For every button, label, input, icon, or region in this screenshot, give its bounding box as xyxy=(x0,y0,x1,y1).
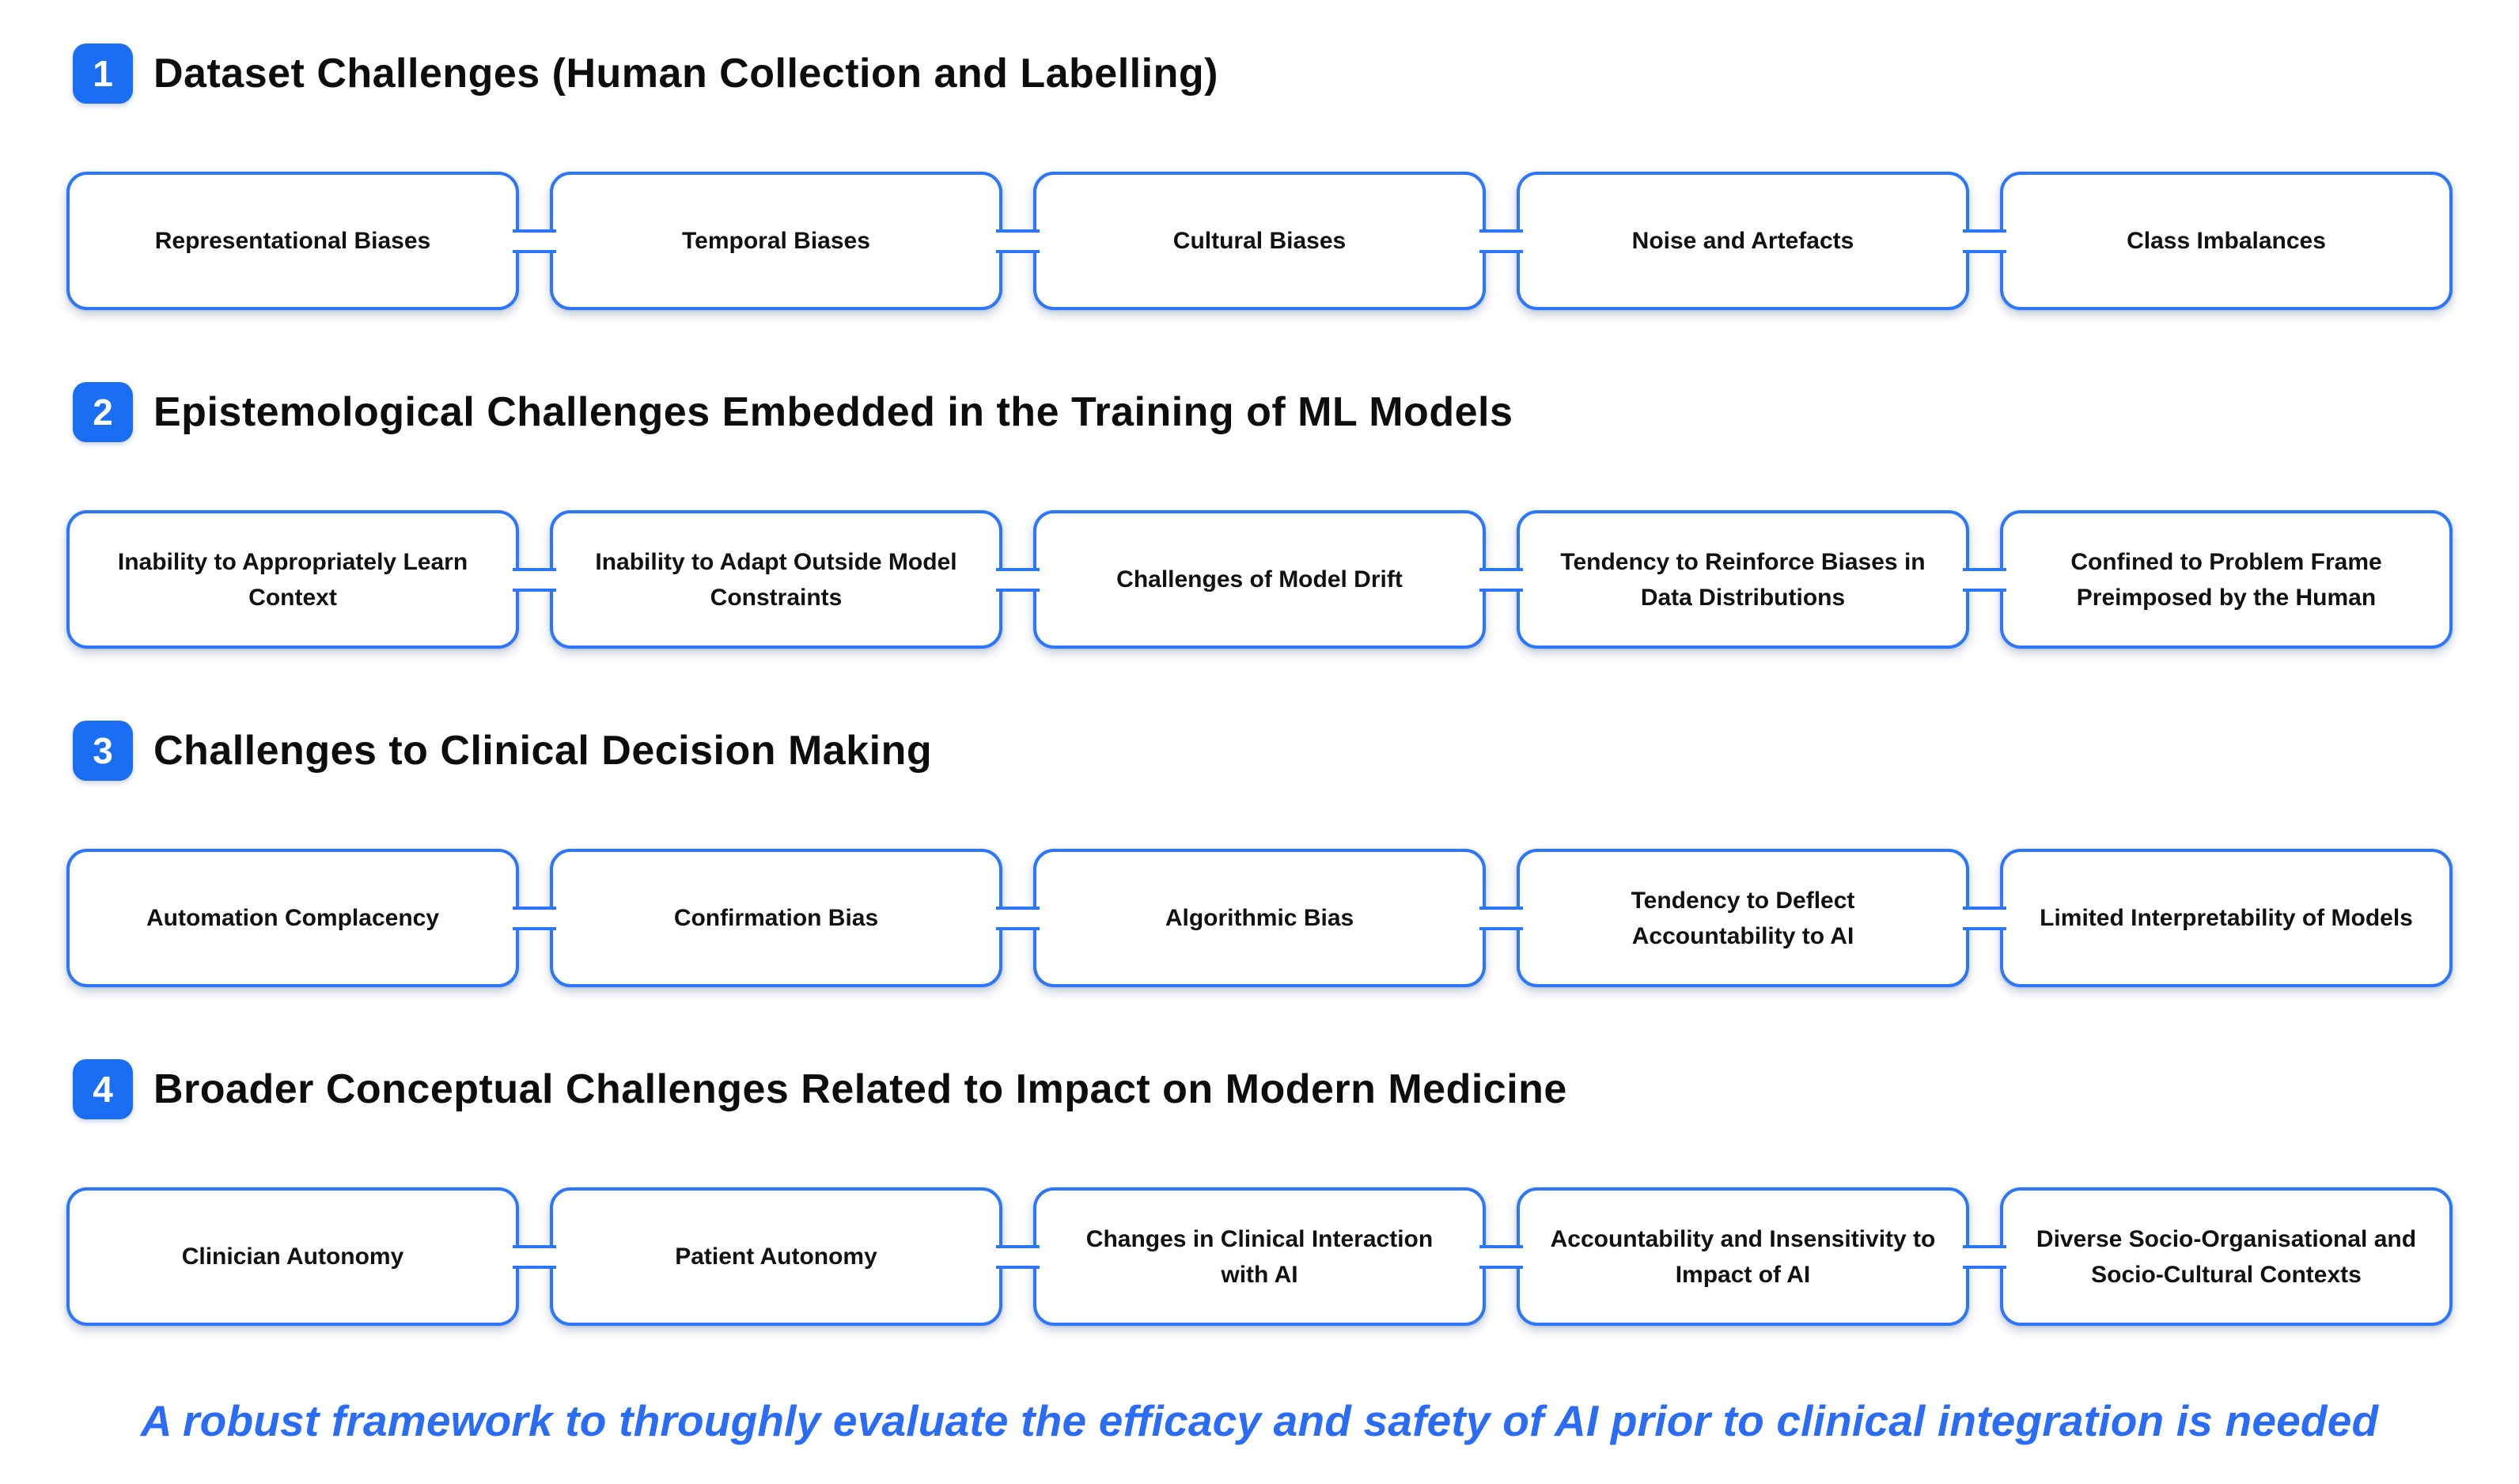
challenge-box: Automation Complacency xyxy=(66,849,519,987)
box-connector xyxy=(1479,567,1523,592)
section-3-row: Automation Complacency Confirmation Bias… xyxy=(66,849,2453,987)
box-connector xyxy=(996,567,1040,592)
challenge-box: Cultural Biases xyxy=(1033,172,1486,310)
challenge-box-label: Diverse Socio-Organisational and Socio-C… xyxy=(2036,1225,2417,1288)
section-4-header: 4 Broader Conceptual Challenges Related … xyxy=(73,1059,2446,1119)
box-connector xyxy=(996,1244,1040,1269)
section-3-number-badge: 3 xyxy=(73,721,133,781)
challenge-box: Accountability and Insensitivity to Impa… xyxy=(1517,1187,1969,1326)
challenge-box: Tendency to Reinforce Biases in Data Dis… xyxy=(1517,510,1969,649)
challenge-box-label: Inability to Appropriately Learn Context xyxy=(117,548,468,611)
footer-conclusion-text: A robust framework to throughly evaluate… xyxy=(140,1396,2379,1445)
challenge-box: Limited Interpretability of Models xyxy=(2000,849,2453,987)
challenge-box-label: Inability to Adapt Outside Model Constra… xyxy=(595,548,957,611)
challenge-box-label: Temporal Biases xyxy=(682,228,870,254)
section-3-header: 3 Challenges to Clinical Decision Making xyxy=(73,721,2446,781)
challenge-box: Algorithmic Bias xyxy=(1033,849,1486,987)
box-connector xyxy=(996,906,1040,930)
challenge-box: Representational Biases xyxy=(66,172,519,310)
section-1-row: Representational Biases Temporal Biases … xyxy=(66,172,2453,310)
section-4-row: Clinician Autonomy Patient Autonomy Chan… xyxy=(66,1187,2453,1326)
challenge-box: Diverse Socio-Organisational and Socio-C… xyxy=(2000,1187,2453,1326)
box-connector xyxy=(1479,1244,1523,1269)
challenge-box-label: Clinician Autonomy xyxy=(181,1244,404,1270)
box-connector xyxy=(513,567,556,592)
box-connector xyxy=(513,906,556,930)
challenge-box-label: Automation Complacency xyxy=(146,905,440,931)
section-number: 3 xyxy=(93,730,113,771)
challenge-box: Inability to Adapt Outside Model Constra… xyxy=(550,510,1002,649)
challenge-box: Clinician Autonomy xyxy=(66,1187,519,1326)
challenge-box: Inability to Appropriately Learn Context xyxy=(66,510,519,649)
box-connector xyxy=(1479,229,1523,253)
challenge-box-label: Limited Interpretability of Models xyxy=(2040,905,2413,931)
challenge-box: Noise and Artefacts xyxy=(1517,172,1969,310)
box-connector xyxy=(1963,229,2006,253)
section-2-title: Epistemological Challenges Embedded in t… xyxy=(153,389,1513,435)
section-3-title: Challenges to Clinical Decision Making xyxy=(153,728,933,774)
challenge-box-label: Changes in Clinical Interaction with AI xyxy=(1085,1225,1434,1288)
box-connector xyxy=(1963,567,2006,592)
challenge-box: Class Imbalances xyxy=(2000,172,2453,310)
box-connector xyxy=(513,229,556,253)
challenge-box: Confirmation Bias xyxy=(550,849,1002,987)
challenge-box-label: Patient Autonomy xyxy=(675,1244,877,1270)
challenge-box-label: Accountability and Insensitivity to Impa… xyxy=(1550,1225,1936,1288)
box-connector xyxy=(996,229,1040,253)
challenge-box: Challenges of Model Drift xyxy=(1033,510,1486,649)
section-2-row: Inability to Appropriately Learn Context… xyxy=(66,510,2453,649)
section-1-number-badge: 1 xyxy=(73,44,133,104)
box-connector xyxy=(1479,906,1523,930)
section-number: 2 xyxy=(93,392,113,433)
challenge-box: Changes in Clinical Interaction with AI xyxy=(1033,1187,1486,1326)
challenge-box-label: Tendency to Reinforce Biases in Data Dis… xyxy=(1560,548,1926,611)
challenge-box-label: Cultural Biases xyxy=(1172,228,1347,254)
challenge-box: Confined to Problem Frame Preimposed by … xyxy=(2000,510,2453,649)
section-4-number-badge: 4 xyxy=(73,1059,133,1119)
section-1-title: Dataset Challenges (Human Collection and… xyxy=(153,51,1218,97)
challenge-box-label: Confined to Problem Frame Preimposed by … xyxy=(2070,548,2382,611)
section-1-header: 1 Dataset Challenges (Human Collection a… xyxy=(73,44,2446,104)
section-number: 4 xyxy=(93,1069,113,1110)
section-2-number-badge: 2 xyxy=(73,382,133,442)
challenge-box-label: Tendency to Deflect Accountability to AI xyxy=(1631,887,1855,949)
challenge-box: Patient Autonomy xyxy=(550,1187,1002,1326)
challenge-box: Tendency to Deflect Accountability to AI xyxy=(1517,849,1969,987)
challenge-box-label: Confirmation Bias xyxy=(673,905,879,931)
challenge-box-label: Noise and Artefacts xyxy=(1631,228,1854,254)
challenge-box-label: Algorithmic Bias xyxy=(1165,905,1354,931)
box-connector xyxy=(513,1244,556,1269)
challenge-box: Temporal Biases xyxy=(550,172,1002,310)
box-connector xyxy=(1963,1244,2006,1269)
box-connector xyxy=(1963,906,2006,930)
section-number: 1 xyxy=(93,53,113,94)
challenge-box-label: Challenges of Model Drift xyxy=(1116,566,1403,592)
challenge-box-label: Class Imbalances xyxy=(2127,228,2326,254)
section-4-title: Broader Conceptual Challenges Related to… xyxy=(153,1066,1567,1112)
challenge-box-label: Representational Biases xyxy=(154,228,431,254)
section-2-header: 2 Epistemological Challenges Embedded in… xyxy=(73,382,2446,442)
